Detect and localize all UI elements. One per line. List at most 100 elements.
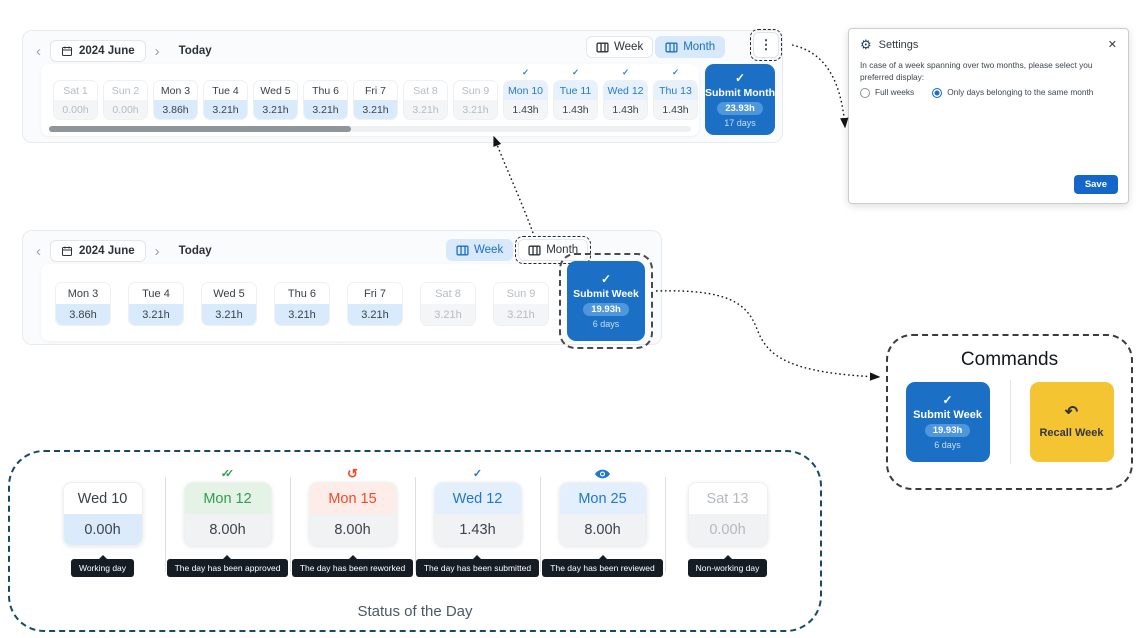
day-label: Wed 12 bbox=[604, 81, 647, 100]
submit-month-label: Submit Month bbox=[705, 86, 775, 99]
days-count-label: 6 days bbox=[934, 440, 961, 450]
day-hours: 3.21h bbox=[404, 100, 447, 119]
tooltip-text: The day has been approved bbox=[174, 563, 281, 573]
month-nav-header: ‹ 2024 June › Today bbox=[33, 39, 212, 63]
day-hours: 3.21h bbox=[129, 304, 183, 325]
day-hours: 3.21h bbox=[204, 100, 247, 119]
day-label: Thu 13 bbox=[654, 81, 697, 100]
horizontal-scrollbar bbox=[49, 126, 691, 132]
settings-title: Settings bbox=[878, 38, 919, 51]
submitted-check-icon: ✓ bbox=[521, 67, 530, 77]
tooltip-arrow bbox=[223, 555, 232, 559]
radio-full-weeks[interactable] bbox=[860, 88, 870, 99]
save-button[interactable]: Save bbox=[1073, 175, 1118, 194]
chevron-right-icon[interactable]: › bbox=[154, 42, 160, 60]
tooltip-text: The day has been reviewed bbox=[550, 563, 655, 573]
submitted-check-icon: ✓ bbox=[571, 67, 580, 77]
status-icon-row bbox=[595, 465, 610, 482]
status-card: Wed 10 0.00h bbox=[62, 482, 143, 546]
submit-week-button[interactable]: ✓ Submit Week 19.93h 6 days bbox=[567, 261, 645, 341]
status-tooltip: The day has been submitted bbox=[415, 555, 540, 577]
day-hours: 0.00h bbox=[688, 514, 767, 545]
week-toggle-label: Week bbox=[614, 41, 644, 53]
day-hours: 3.21h bbox=[454, 100, 497, 119]
tooltip-arrow bbox=[723, 555, 732, 559]
check-icon: ✓ bbox=[734, 70, 746, 85]
month-toggle-label: Month bbox=[683, 41, 716, 53]
calendar-icon bbox=[62, 246, 72, 256]
check-icon: ✓ bbox=[600, 272, 612, 286]
week-toggle-button[interactable]: Week bbox=[586, 36, 654, 58]
chevron-right-icon[interactable]: › bbox=[154, 242, 160, 260]
day-hours: 8.00h bbox=[184, 514, 271, 545]
day-label: Mon 25 bbox=[559, 483, 646, 514]
submit-week-label: Submit Week bbox=[573, 288, 639, 300]
status-icon-row: ↺ bbox=[347, 465, 358, 482]
days-count-label: 17 days bbox=[724, 117, 756, 128]
today-button[interactable]: Today bbox=[178, 245, 212, 257]
radio-same-month[interactable] bbox=[932, 88, 943, 99]
status-tooltip: The day has been reviewed bbox=[542, 555, 663, 577]
submit-month-button[interactable]: ✓ Submit Month 23.93h 17 days bbox=[705, 64, 775, 135]
status-tooltip: Non-working day bbox=[687, 555, 768, 577]
day-hours: 0.00h bbox=[104, 100, 147, 119]
day-label: Mon 15 bbox=[309, 483, 396, 514]
week-nav-header: ‹ 2024 June › Today bbox=[33, 239, 212, 263]
date-picker-button[interactable]: 2024 June bbox=[50, 240, 146, 262]
scrollbar-thumb[interactable] bbox=[49, 126, 351, 132]
day-label: Fri 7 bbox=[354, 81, 397, 100]
month-toggle-button[interactable]: Month bbox=[655, 36, 726, 58]
week-toggle-button[interactable]: Week bbox=[446, 239, 514, 261]
day-hours: 1.43h bbox=[504, 100, 547, 119]
submit-week-button[interactable]: ✓ Submit Week 19.93h 6 days bbox=[905, 382, 990, 462]
date-label: 2024 June bbox=[79, 45, 135, 57]
status-example-submitted: ✓ Wed 12 1.43h The day has been submitte… bbox=[415, 465, 540, 577]
kebab-menu-button[interactable]: ⋮ bbox=[753, 32, 779, 58]
chevron-left-icon[interactable]: ‹ bbox=[36, 42, 41, 60]
status-card: Wed 12 1.43h bbox=[433, 482, 522, 546]
radio-full-weeks-label: Full weeks bbox=[875, 87, 915, 98]
status-tooltip: The day has been reworked bbox=[291, 555, 414, 577]
tooltip-arrow bbox=[473, 555, 482, 559]
day-label: Sun 9 bbox=[494, 283, 548, 304]
day-label: Mon 10 bbox=[504, 81, 547, 100]
close-icon[interactable]: ✕ bbox=[1107, 39, 1117, 51]
today-button[interactable]: Today bbox=[178, 45, 212, 57]
day-label: Wed 10 bbox=[63, 483, 142, 514]
recall-week-button[interactable]: ↶ Recall Week bbox=[1029, 382, 1114, 462]
status-card: Mon 25 8.00h bbox=[558, 482, 647, 546]
chevron-left-icon[interactable]: ‹ bbox=[36, 242, 41, 260]
tooltip-text: The day has been reworked bbox=[299, 563, 406, 573]
day-hours: 3.21h bbox=[494, 304, 548, 325]
date-picker-button[interactable]: 2024 June bbox=[50, 40, 146, 62]
approved-double-check-icon: ✓✓ bbox=[220, 468, 235, 480]
